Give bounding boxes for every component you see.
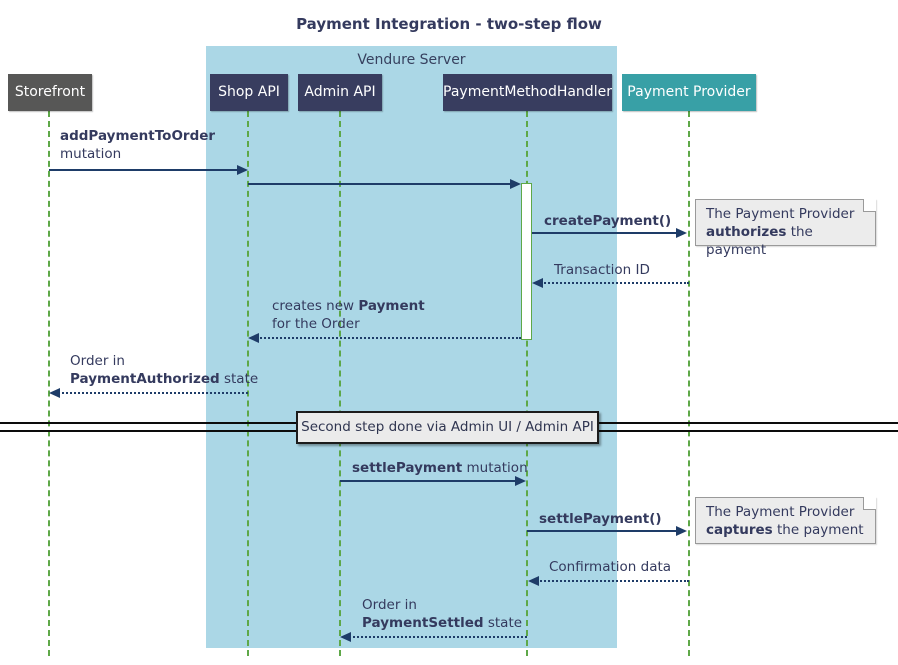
arrow-order-settled	[345, 636, 527, 638]
arrowhead-left-icon	[532, 278, 543, 288]
message-label-transaction-id: Transaction ID	[554, 262, 650, 278]
message-label-create-payment: createPayment()	[544, 213, 672, 229]
arrow-create-payment	[532, 232, 677, 234]
arrow-confirmation-data	[533, 580, 689, 582]
arrowhead-left-icon	[248, 333, 259, 343]
participant-payment-provider: Payment Provider	[622, 74, 756, 111]
vendure-server-frame-label: Vendure Server	[357, 52, 466, 68]
participant-admin-api: Admin API	[298, 74, 382, 111]
vendure-server-frame	[206, 46, 617, 648]
arrow-settle-payment-mutation	[340, 480, 516, 482]
message-label-add-payment: addPaymentToOrder mutation	[60, 128, 216, 162]
diagram-title: Payment Integration - two-step flow	[296, 15, 602, 33]
arrowhead-right-icon	[510, 179, 521, 189]
arrowhead-left-icon	[528, 576, 539, 586]
lifeline-storefront	[48, 111, 50, 656]
activation-bar-payment-method-handler	[521, 183, 532, 340]
message-label-settle-payment-call: settlePayment()	[539, 511, 662, 527]
arrow-transaction-id	[537, 282, 689, 284]
participant-shop-api: Shop API	[210, 74, 288, 111]
lifeline-payment-method-handler	[526, 111, 528, 656]
participant-storefront: Storefront	[8, 74, 92, 111]
message-label-creates-payment: creates new Payment for the Order	[272, 298, 425, 332]
participant-payment-method-handler: PaymentMethodHandler	[443, 74, 612, 111]
message-label-settle-payment-mutation: settlePayment mutation	[352, 460, 528, 476]
message-label-order-settled: Order in PaymentSettled state	[362, 597, 523, 631]
arrowhead-right-icon	[676, 526, 687, 536]
arrow-settle-payment-call	[527, 530, 677, 532]
arrow-add-payment	[49, 169, 239, 171]
arrowhead-right-icon	[676, 228, 687, 238]
lifeline-admin-api	[339, 111, 341, 656]
lifeline-shop-api	[247, 111, 249, 656]
note-captures: The Payment Provider captures the paymen…	[695, 497, 876, 544]
message-label-confirmation-data: Confirmation data	[549, 559, 672, 575]
arrow-shop-to-handler	[248, 183, 512, 185]
lifeline-payment-provider	[688, 111, 690, 656]
arrowhead-right-icon	[237, 165, 248, 175]
arrowhead-left-icon	[340, 632, 351, 642]
message-label-order-authorized: Order in PaymentAuthorized state	[70, 353, 259, 387]
arrow-order-authorized	[54, 392, 248, 394]
note-fold-icon	[863, 497, 876, 510]
arrow-creates-payment	[253, 337, 521, 339]
arrowhead-left-icon	[49, 388, 60, 398]
note-authorizes: The Payment Provider authorizes the paym…	[695, 199, 876, 258]
arrowhead-right-icon	[515, 476, 526, 486]
divider-label: Second step done via Admin UI / Admin AP…	[296, 411, 599, 444]
note-fold-icon	[863, 199, 876, 212]
